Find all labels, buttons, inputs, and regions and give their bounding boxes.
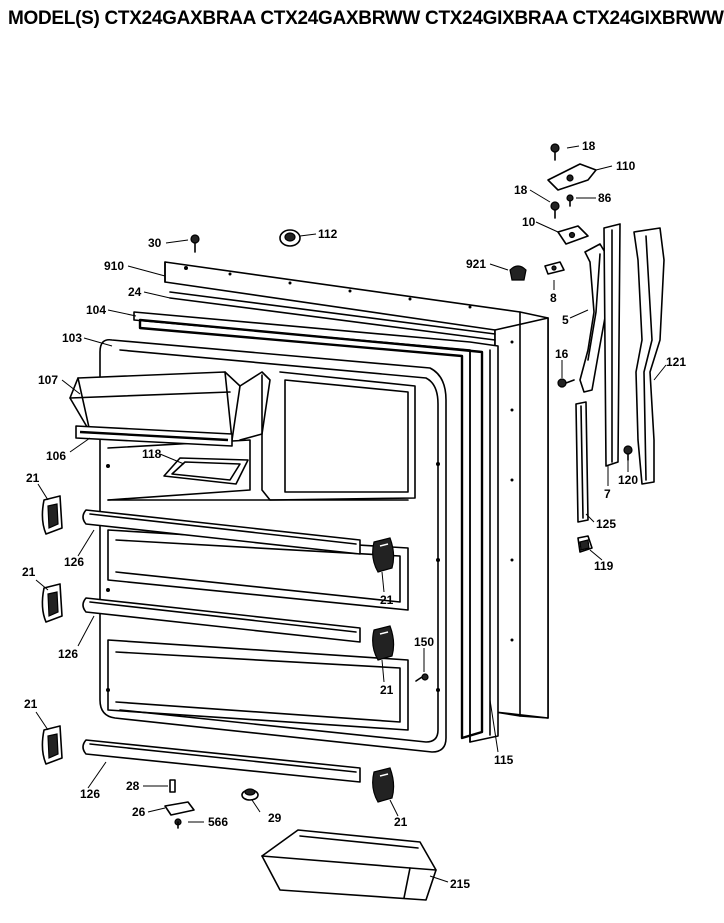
callout-7: 7 [604, 487, 611, 501]
callout-126a: 126 [64, 555, 84, 569]
callout-103: 103 [62, 331, 82, 345]
leader-lines [35, 145, 667, 883]
shelf-end-cap-right-1 [372, 537, 395, 573]
callout-112: 112 [318, 227, 338, 241]
callout-118: 118 [142, 447, 162, 461]
callout-21f: 21 [394, 815, 408, 829]
callout-121: 121 [666, 355, 686, 369]
callout-115: 115 [494, 753, 514, 767]
callout-120: 120 [618, 473, 638, 487]
callout-5: 5 [562, 313, 569, 327]
callout-119: 119 [594, 559, 614, 573]
callout-18b: 18 [514, 183, 528, 197]
model-title: MODEL(S) CTX24GAXBRAA CTX24GAXBRWW CTX24… [8, 8, 724, 29]
door-handle-assembly [557, 223, 665, 553]
door-shelf-bar-1 [82, 509, 361, 555]
callout-26: 26 [132, 805, 146, 819]
callout-16: 16 [555, 347, 569, 361]
shelf-end-cap-left-2 [41, 583, 63, 623]
callout-566: 566 [208, 815, 228, 829]
callout-21a: 21 [26, 471, 40, 485]
callout-86: 86 [598, 191, 612, 205]
callout-921: 921 [466, 257, 486, 271]
shelf-end-cap-right-3 [372, 767, 395, 803]
callout-110: 110 [616, 159, 636, 173]
callout-126b: 126 [58, 647, 78, 661]
shelf-end-cap-left-1 [41, 495, 63, 535]
door-shelf-bar-2 [82, 597, 361, 643]
callout-107: 107 [38, 373, 58, 387]
callout-30: 30 [148, 236, 162, 250]
egg-tray [163, 457, 249, 485]
top-hardware [190, 229, 527, 281]
callout-106: 106 [46, 449, 66, 463]
door-shelf-bar-3 [82, 739, 361, 783]
hinge-hardware [544, 143, 597, 275]
door-gasket [133, 291, 499, 743]
callout-215: 215 [450, 877, 470, 891]
callout-150: 150 [414, 635, 434, 649]
dairy-compartment-door [69, 371, 271, 447]
small-hardware [164, 673, 429, 829]
callout-29: 29 [268, 811, 282, 825]
shelf-end-cap-left-3 [41, 725, 63, 765]
callout-21d: 21 [380, 683, 394, 697]
callout-104: 104 [86, 303, 106, 317]
callout-8: 8 [550, 291, 557, 305]
callout-24: 24 [128, 285, 142, 299]
callout-910: 910 [104, 259, 124, 273]
door-bin [261, 829, 437, 901]
callout-21c: 21 [380, 593, 394, 607]
callout-125: 125 [596, 517, 616, 531]
callout-21b: 21 [22, 565, 36, 579]
callout-labels: 18 110 18 86 10 30 112 910 921 8 24 104 … [22, 139, 686, 891]
callout-21e: 21 [24, 697, 38, 711]
callout-18a: 18 [582, 139, 596, 153]
parts-diagram-page: MODEL(S) CTX24GAXBRAA CTX24GAXBRWW CTX24… [8, 8, 724, 901]
exploded-door-diagram: 18 110 18 86 10 30 112 910 921 8 24 104 … [22, 139, 686, 901]
callout-126c: 126 [80, 787, 100, 801]
callout-28: 28 [126, 779, 140, 793]
callout-10: 10 [522, 215, 536, 229]
shelf-end-cap-right-2 [372, 625, 395, 661]
